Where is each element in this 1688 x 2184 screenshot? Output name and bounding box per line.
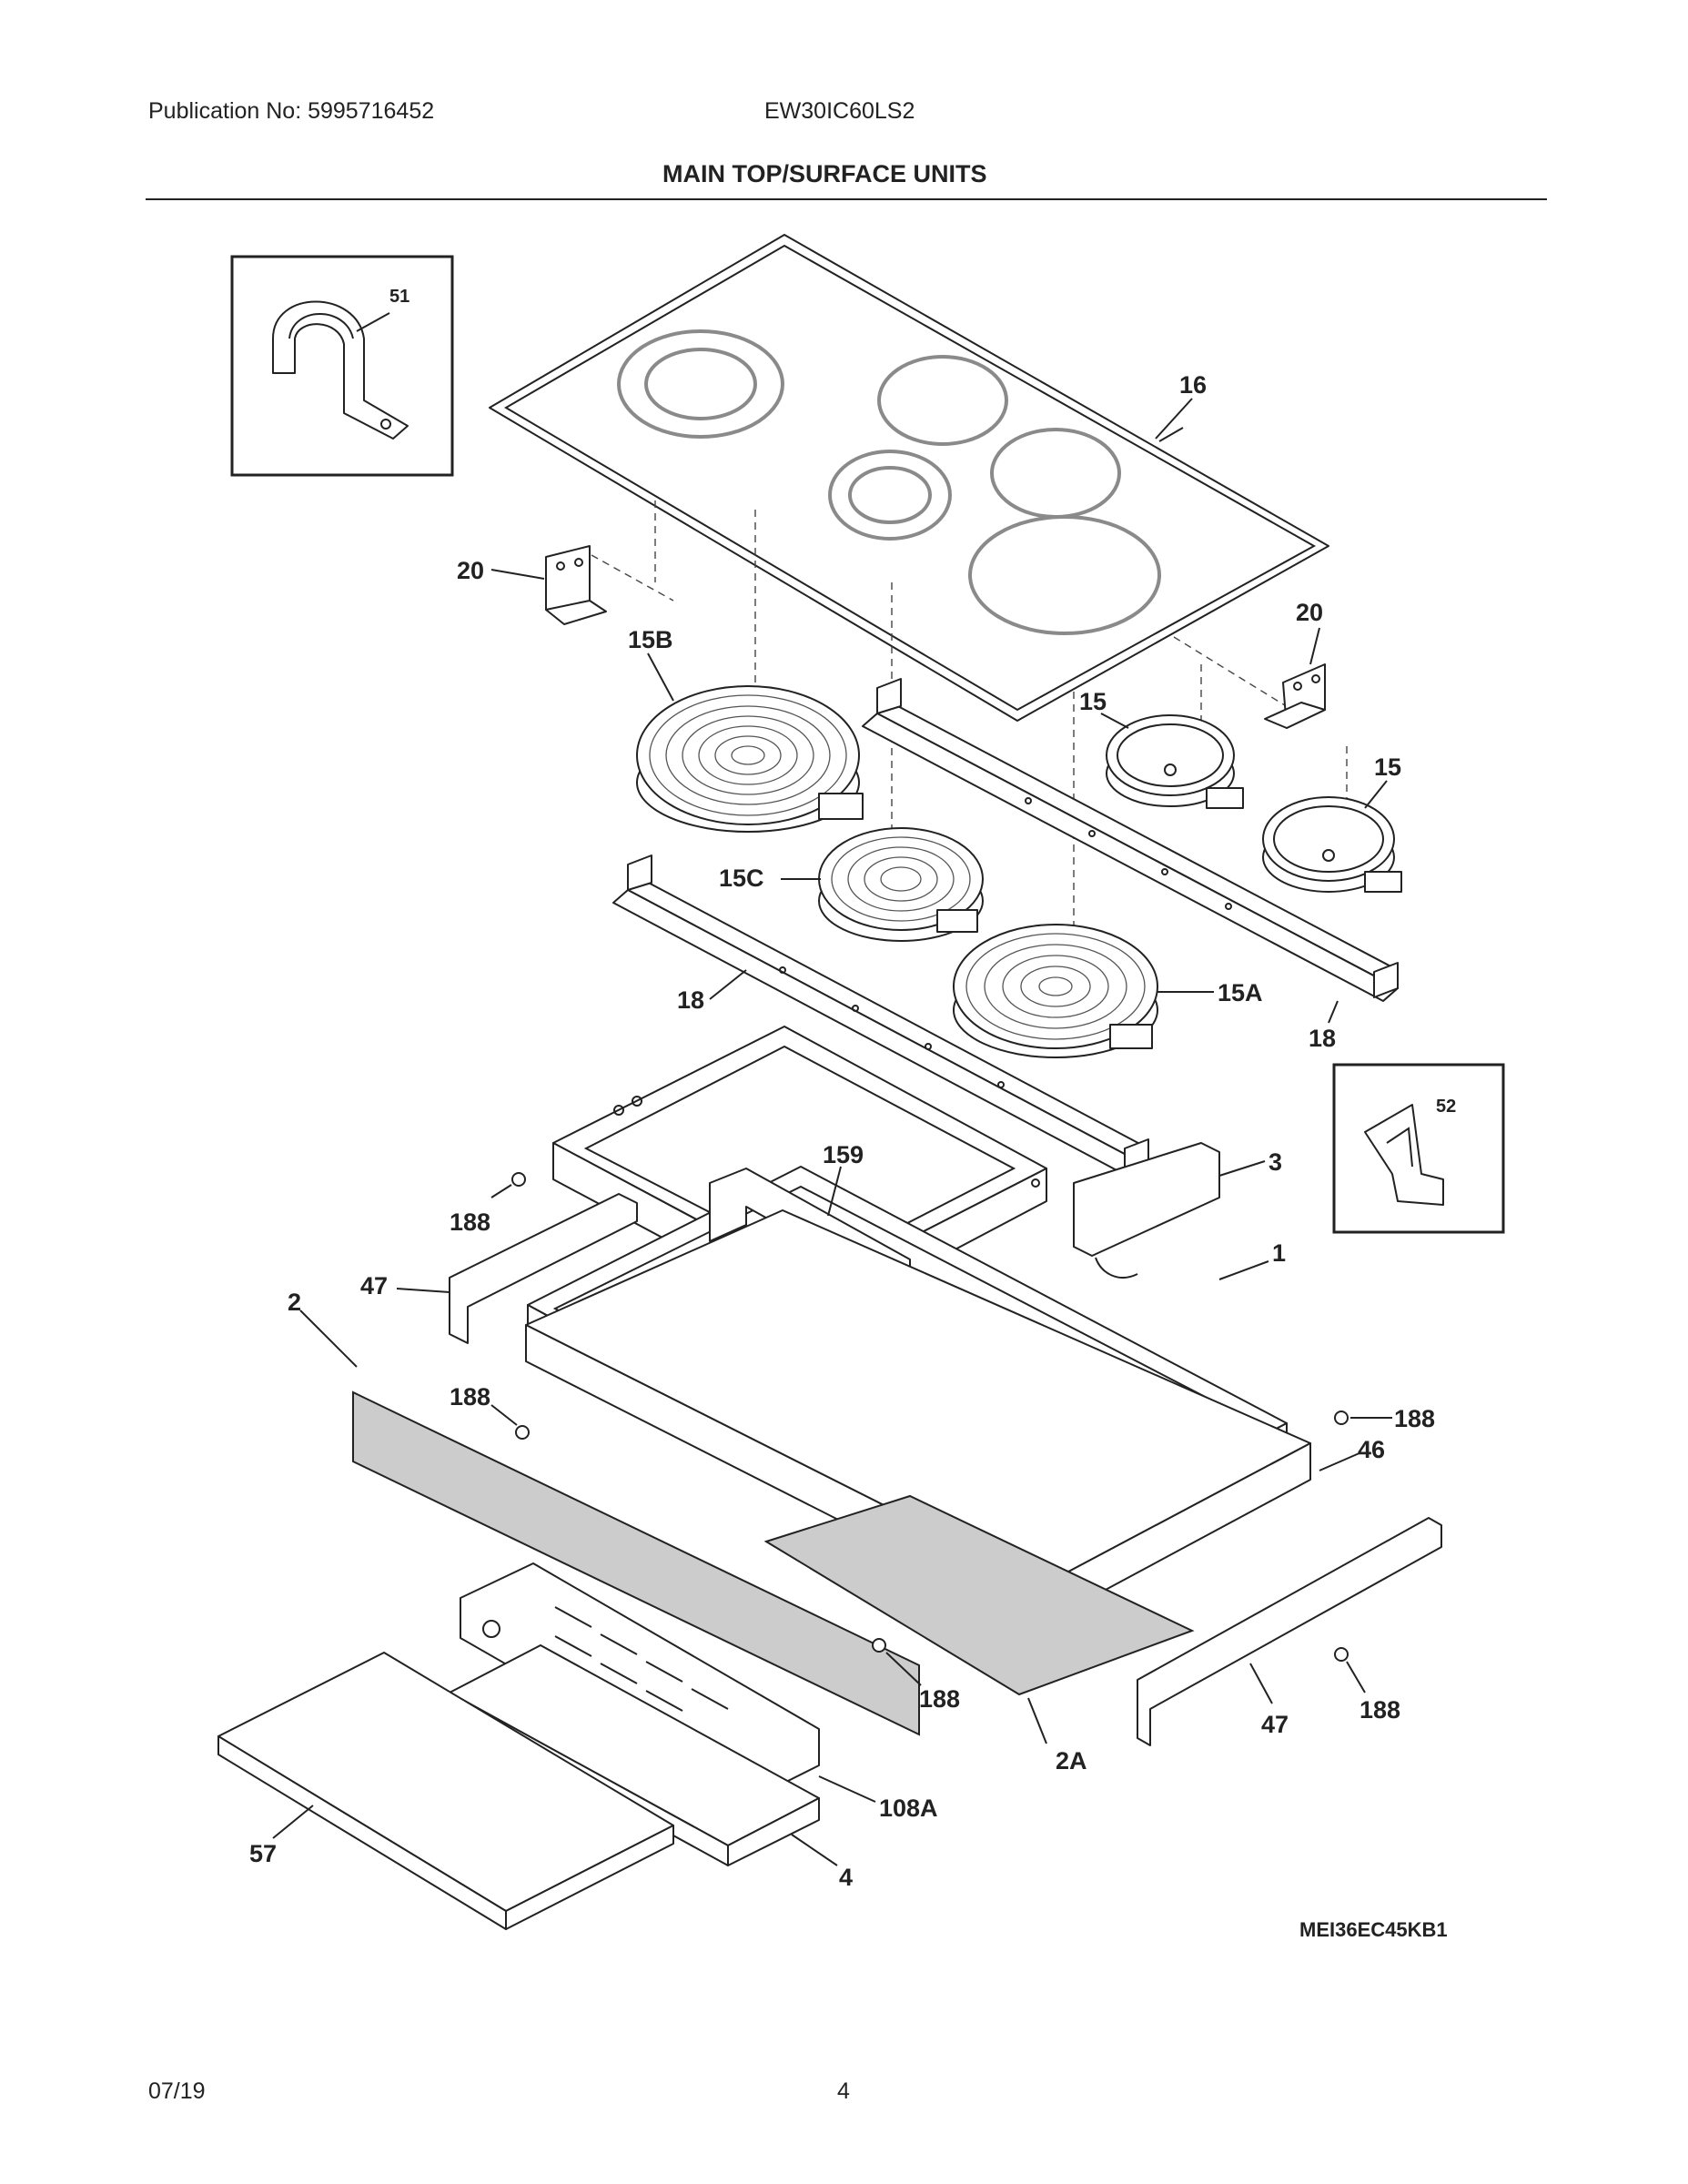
vent-bracket-108A	[460, 1562, 820, 1803]
part-label-1: 1	[1272, 1239, 1286, 1267]
part-label-52: 52	[1436, 1097, 1456, 1117]
inset-part-51	[230, 255, 454, 477]
heating-element-15B	[636, 685, 864, 833]
footer-date: 07/19	[148, 2078, 206, 2104]
bracket-3	[1073, 1142, 1220, 1279]
part-label-46: 46	[1358, 1436, 1385, 1463]
part-label-15A: 15A	[1218, 979, 1263, 1006]
inset-part-52	[1332, 1063, 1505, 1234]
part-label-159: 159	[823, 1141, 864, 1168]
part-label-15B: 15B	[628, 626, 673, 653]
part-label-20-right: 20	[1296, 599, 1323, 626]
part-label-18-right: 18	[1309, 1025, 1336, 1052]
part-label-2A: 2A	[1056, 1747, 1087, 1774]
side-bracket-47-left	[449, 1193, 638, 1344]
model-number: EW30IC60LS2	[764, 98, 915, 124]
part-label-15-lower: 15	[1374, 753, 1401, 781]
part-label-51: 51	[389, 287, 409, 307]
part-label-108A: 108A	[879, 1795, 938, 1822]
part-label-15C: 15C	[719, 864, 764, 892]
heating-element-15-upper	[1106, 714, 1244, 809]
front-tray-57	[217, 1652, 674, 1930]
page-number: 4	[837, 2078, 850, 2104]
part-label-57: 57	[249, 1840, 277, 1867]
side-bracket-47-right	[1137, 1517, 1442, 1746]
publication-number: Publication No: 5995716452	[148, 98, 435, 124]
part-label-2: 2	[288, 1289, 301, 1316]
part-label-16: 16	[1179, 371, 1207, 399]
part-label-15-upper: 15	[1079, 688, 1107, 715]
fasteners-188	[511, 1172, 1349, 1662]
glass-cooktop-16	[489, 234, 1329, 722]
part-label-47-right: 47	[1261, 1711, 1289, 1738]
section-title: MAIN TOP/SURFACE UNITS	[662, 160, 987, 187]
part-label-20-left: 20	[457, 557, 484, 584]
bracket-20-left	[545, 545, 607, 625]
part-label-188-a: 188	[450, 1208, 490, 1236]
part-label-4: 4	[839, 1864, 853, 1891]
part-label-47-left: 47	[360, 1272, 388, 1299]
part-label-3: 3	[1269, 1148, 1282, 1176]
trim-panel-2	[352, 1390, 920, 1736]
heating-element-15-lower	[1262, 796, 1402, 893]
heating-element-15A	[953, 924, 1158, 1058]
insulation-plate-2A	[763, 1494, 1195, 1696]
diagram-code: MEI36EC45KB1	[1299, 1918, 1448, 1941]
part-label-18-left: 18	[677, 986, 704, 1014]
part-label-188-c: 188	[1394, 1405, 1435, 1432]
heating-element-15C	[818, 827, 984, 942]
bracket-20-right	[1264, 663, 1326, 729]
header-divider	[146, 198, 1547, 200]
support-rail-18-right	[862, 678, 1399, 1002]
part-label-188-e: 188	[919, 1685, 960, 1713]
part-label-188-d: 188	[1359, 1696, 1400, 1724]
part-label-188-b: 188	[450, 1383, 490, 1410]
